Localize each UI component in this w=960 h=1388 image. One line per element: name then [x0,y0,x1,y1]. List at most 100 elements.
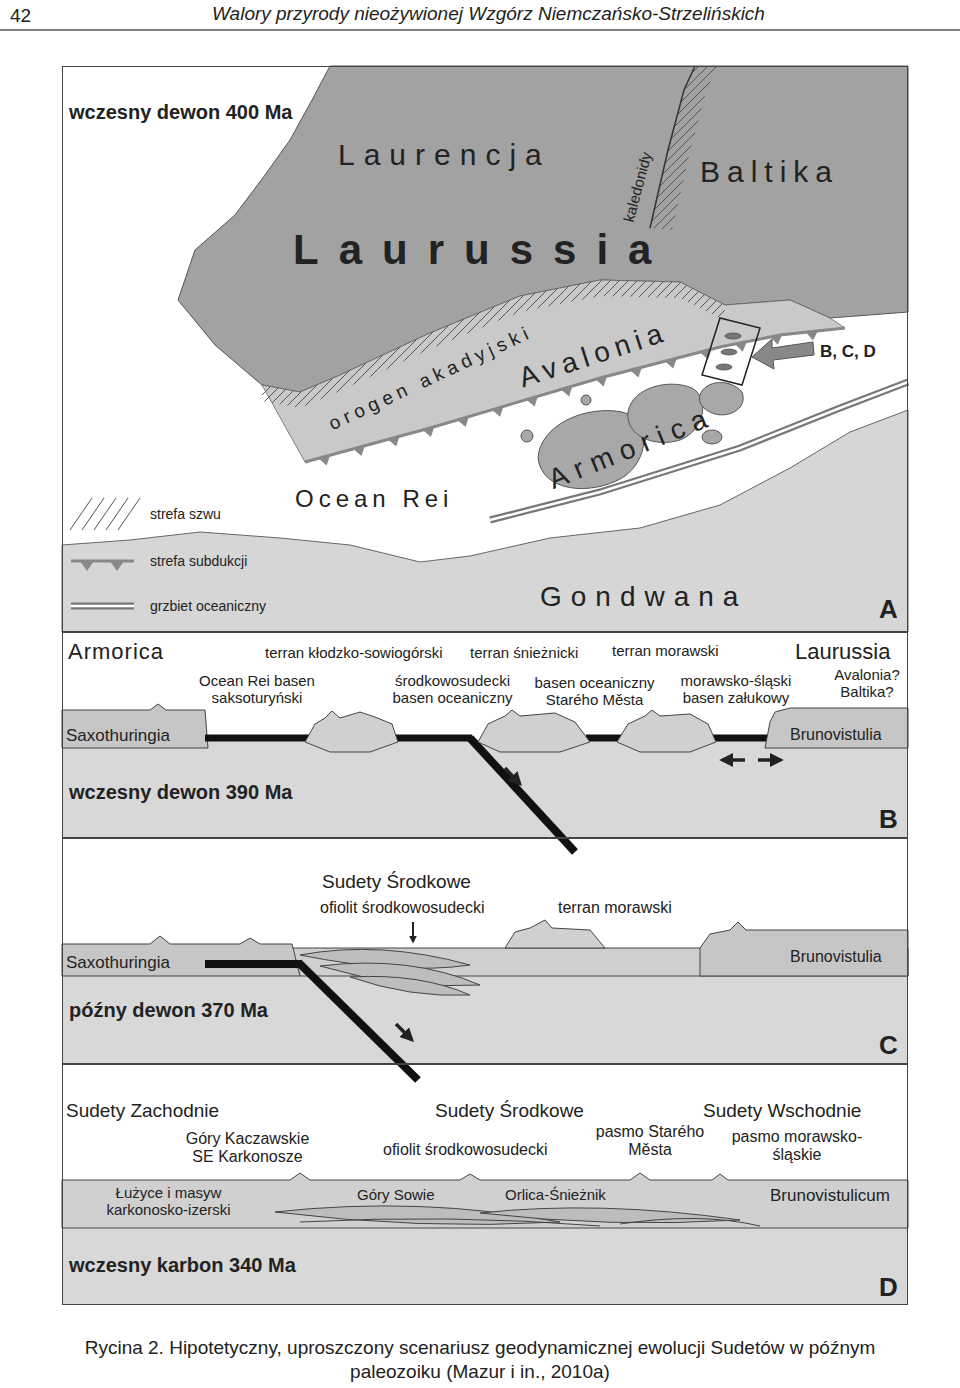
panel-letter: B [879,805,898,835]
section-label: pasmo Starého Města [585,1123,715,1160]
legend-text: strefa subdukcji [150,553,247,569]
section-label: terran morawski [558,899,672,917]
section-label: Laurussia [795,639,890,664]
subduction-tooth [526,396,538,406]
section-label: Łużyce i masyw karkonosko-izerski [76,1184,261,1219]
legend-sample [68,539,144,583]
legend-sample [68,584,144,628]
subduction-tooth [735,342,747,352]
brunovistulia-crust [700,922,908,976]
page-number: 42 [10,5,31,27]
study-area-box [702,318,760,385]
panel-letter: A [879,595,898,625]
legend-entry: strefa subdukcji [68,539,278,583]
nappe-boundary [620,1218,760,1226]
map-label: Laurencja [338,138,551,173]
legend-tooth [80,561,94,571]
time-label: wczesny dewon 390 Ma [69,781,292,804]
terrane-block [305,711,398,752]
map-label: Laurussia [293,226,671,274]
section-label: Orlica-Śnieżnik [505,1186,606,1203]
pointer-arrow [412,922,414,942]
subduction-tooth [353,446,365,456]
section-label: Brunovistulia [790,948,882,966]
section-label: morawsko-śląski basen załukowy [672,672,800,707]
section-label: Góry Kaczawskie SE Karkonosze [180,1130,315,1167]
section-label: Armorica [68,639,164,664]
subduction-tooth [319,455,331,465]
legend-sample [68,492,144,536]
subduction-tooth [595,376,607,386]
saxothuringia-crust [62,936,300,976]
terrane-block [617,710,716,752]
legend-hatch [70,498,92,530]
section-label: basen oceaniczny Starého Města [527,674,662,709]
map-label: B, C, D [820,342,876,362]
ocean-ridge-outer [490,382,908,520]
section-label: Sudety Wschodnie [703,1100,861,1122]
legend-text: strefa szwu [150,506,221,522]
legend-hatch [106,498,128,530]
section-label: Brunovistulicum [770,1186,890,1206]
section-label: terran śnieżnicki [470,644,578,661]
mantle [62,1226,908,1305]
map-label: Baltika [700,155,839,190]
header-rule [0,30,960,31]
section-label: Ocean Rei basen saksoturyński [168,672,346,707]
time-label: późny dewon 370 Ma [69,999,268,1022]
section-label: środkowosudecki basen oceaniczny [380,672,525,707]
subduction-tooth [806,331,818,341]
nappe-lens [480,1208,740,1223]
pointer-arrow [752,339,814,369]
armorica-islet [521,430,533,442]
map-label: Ocean Rei [295,485,453,513]
subduction-tooth [665,358,677,368]
terrane-lens [716,364,732,370]
section-label: pasmo morawsko-śląskie [722,1128,872,1165]
legend-hatch [82,498,104,530]
legend-entry: strefa szwu [68,492,278,536]
legend-text: grzbiet oceaniczny [150,598,266,614]
section-label: Sudety Środkowe [322,871,471,893]
time-label: wczesny dewon 400 Ma [69,101,292,124]
section-label: Saxothuringia [66,953,170,973]
subduction-tooth [630,367,642,377]
terrane-lens [725,333,741,339]
subduction-tooth [388,436,400,446]
subduction-tooth [423,427,435,437]
mantle [62,972,908,1064]
terrane-block [478,710,590,752]
motion-arrow [505,768,520,784]
section-label: ofiolit środkowosudecki [383,1141,548,1159]
section-label: Saxothuringia [66,726,170,746]
section-label: Brunovistulia [790,726,882,744]
panel-letter: D [879,1273,898,1303]
subducting-slab [470,738,575,852]
running-header: Walory przyrody nieożywionej Wzgórz Niem… [212,3,765,25]
section-label: ofiolit środkowosudecki [320,899,485,917]
motion-arrow [722,758,745,762]
subduction-tooth [457,417,469,427]
legend-entry: grzbiet oceaniczny [68,584,278,628]
crust-band [62,1173,908,1228]
legend-ridge [71,603,134,610]
panel-frame: wczesny dewon 390 Ma B [62,632,908,838]
legend-tooth [110,561,124,571]
section-label: Avalonia? Baltika? [828,666,906,701]
motion-arrow [758,758,781,762]
armorica-islet [581,395,591,405]
subduction-tooth [492,406,504,416]
subduction-tooth [561,386,573,396]
legend-ridge [71,605,134,608]
gondwana-landmass [62,410,908,632]
caledonide-suture-line [650,66,695,228]
brunovistulia-crust [765,708,908,748]
saxothuringia-crust [62,704,208,748]
motion-arrow [396,1024,412,1040]
panel-frame: późny dewon 370 MaC [62,838,908,1064]
terrane-lens [721,349,737,355]
legend-hatch [94,498,116,530]
time-label: wczesny karbon 340 Ma [69,1254,296,1277]
section-label: Sudety Zachodnie [66,1100,219,1122]
nappe-lens [350,976,470,995]
